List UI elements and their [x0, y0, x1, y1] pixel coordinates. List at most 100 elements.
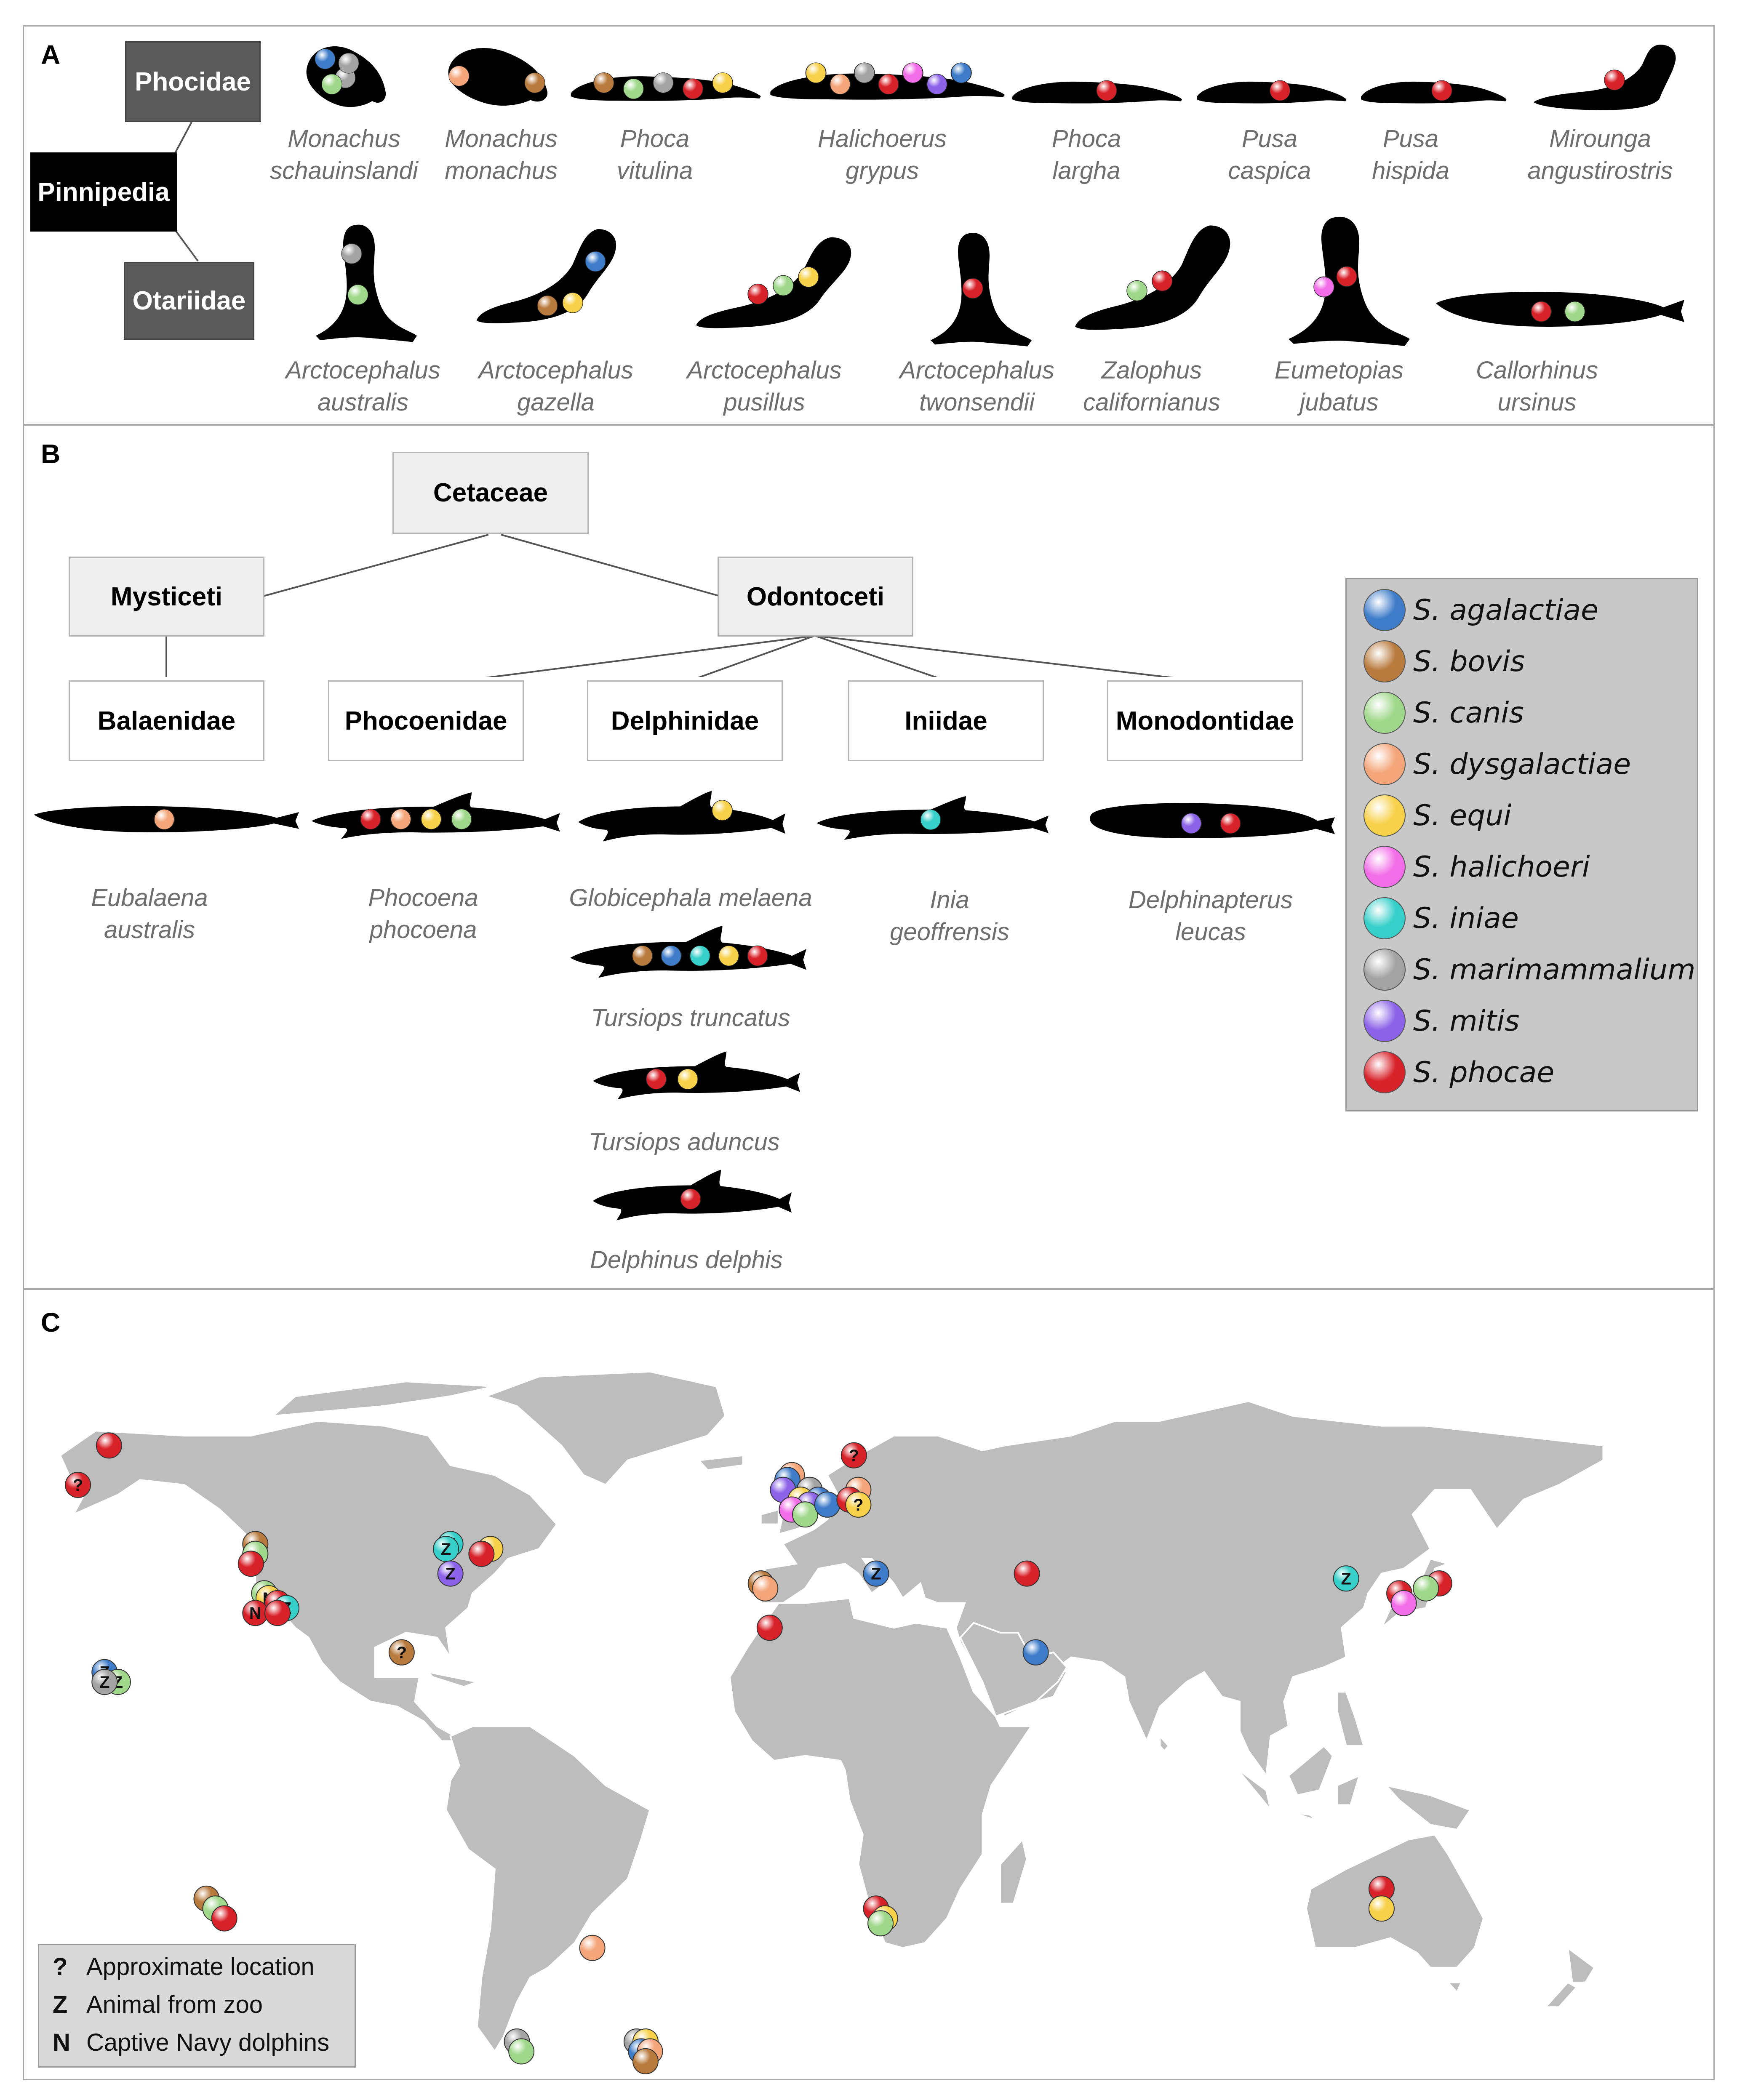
map-legend-text: Captive Navy dolphins [86, 2028, 330, 2056]
species-name-line: Phoca [1051, 125, 1121, 152]
cetacean-2-silhouette [578, 791, 785, 842]
pinnipedia-box: Pinnipedia [30, 152, 177, 232]
mitis-marker [926, 74, 948, 95]
equi-marker [677, 1069, 699, 1090]
marimammalium-marker [91, 1669, 118, 1695]
delphinidae-box: Delphinidae [587, 680, 783, 761]
map-marker-symbol: Z [441, 1540, 451, 1559]
legend-item: S. iniae [1363, 895, 1519, 941]
dysgalactiae-marker [448, 66, 470, 86]
species-name-line: Arctocephalus [687, 357, 842, 384]
cetacean-2-label: Globicephala melaena [556, 882, 825, 914]
otariidae-5-silhouette [1289, 216, 1410, 346]
animal-silhouette [696, 237, 851, 328]
animal-silhouette [1090, 803, 1335, 838]
phocidae-3-silhouette [770, 62, 1005, 100]
dysgalactiae-marker [390, 809, 411, 830]
species-name-line: largha [1052, 157, 1121, 184]
otariidae-6-silhouette [1436, 291, 1684, 327]
phocidae-4-label: Phoca largha [981, 123, 1192, 187]
landmass [1383, 1784, 1472, 1831]
legend-swatch [1363, 846, 1406, 888]
legend-item: S. agalactiae [1363, 587, 1598, 633]
phocae-marker [1431, 80, 1452, 101]
legend-label: S. bovis [1413, 645, 1525, 678]
animal-silhouette [1075, 225, 1230, 330]
species-name-line: Tursiops truncatus [591, 1004, 790, 1031]
map-legend-approximate: ? Approximate location [53, 1948, 315, 1985]
species-name-line: Zalophus [1101, 357, 1202, 384]
phocae-marker [747, 945, 768, 966]
canis-marker [773, 275, 794, 296]
bovis-marker [537, 295, 558, 316]
phocae-marker [682, 78, 704, 99]
legend-label: S. mitis [1413, 1004, 1520, 1038]
legend-item: S. phocae [1363, 1049, 1554, 1095]
landmass [1225, 1755, 1272, 1811]
legend-label: S. marimammalium [1413, 953, 1696, 986]
canis-marker [1126, 280, 1147, 301]
animal-silhouette [570, 926, 806, 978]
legend-item: S. canis [1363, 690, 1524, 736]
legend-swatch [1363, 743, 1406, 785]
equi-marker [712, 72, 733, 93]
animal-silhouette [316, 224, 417, 342]
animal-silhouette [578, 791, 785, 842]
balaenidae-box: Balaenidae [69, 680, 264, 761]
legend-item: S. dysgalactiae [1363, 741, 1631, 787]
species-name-line: Arctocephalus [285, 357, 440, 384]
dysgalactiae-marker [579, 1935, 606, 1961]
legend-swatch [1363, 1000, 1406, 1042]
cetacean-5-silhouette [570, 926, 806, 978]
agalactiae-marker [950, 62, 972, 83]
phocidae-6-silhouette [1361, 80, 1507, 104]
otariidae-3-silhouette [931, 233, 1032, 346]
agalactiae-marker [1022, 1639, 1049, 1666]
landmass [445, 1725, 651, 2053]
cetacean-4-silhouette [1090, 803, 1335, 838]
landmass [59, 1420, 558, 1742]
phocidae-7-silhouette [1534, 45, 1676, 110]
phocae-marker [680, 1189, 701, 1210]
map-marker-symbol: Z [871, 1565, 881, 1583]
agalactiae-marker [660, 945, 682, 966]
bovis-marker [593, 72, 614, 93]
phocae-marker [65, 1472, 91, 1498]
equi-marker [845, 1491, 872, 1518]
phocae-marker [264, 1600, 291, 1626]
monodontidae-box: Monodontidae [1107, 680, 1303, 761]
species-name-line: caspica [1228, 157, 1311, 184]
phocae-marker [1096, 80, 1117, 101]
legend-item: S. mitis [1363, 998, 1520, 1044]
species-name-line: australis [318, 389, 408, 416]
landmass [1446, 1981, 1463, 1994]
species-name-line: ursinus [1497, 389, 1577, 416]
map-marker-symbol: N [249, 1604, 261, 1623]
canis-marker [623, 78, 644, 99]
canis-marker [867, 1910, 894, 1937]
species-name-line: angustirostris [1527, 157, 1673, 184]
cetaceae-box: Cetaceae [392, 452, 589, 534]
cetacean-6-silhouette [593, 1051, 800, 1100]
species-name-line: Eubalaena [91, 884, 208, 911]
legend-item: S. bovis [1363, 638, 1525, 685]
legend-swatch [1363, 1051, 1406, 1093]
legend-label: S. canis [1413, 696, 1524, 730]
legend-label: S. iniae [1413, 901, 1519, 935]
marimammalium-marker [653, 72, 674, 93]
species-name-line: Callorhinus [1476, 357, 1598, 384]
map-marker-symbol: Z [445, 1565, 455, 1583]
phocae-marker [756, 1615, 783, 1641]
canis-marker [1564, 301, 1585, 322]
legend-label: S. agalactiae [1413, 593, 1598, 627]
agalactiae-marker [863, 1560, 889, 1587]
phocae-marker [840, 1442, 867, 1468]
mitis-marker [437, 1560, 464, 1587]
agalactiae-marker [814, 1491, 840, 1518]
map-marker-symbol: Z [1341, 1570, 1351, 1588]
equi-marker [421, 809, 442, 830]
